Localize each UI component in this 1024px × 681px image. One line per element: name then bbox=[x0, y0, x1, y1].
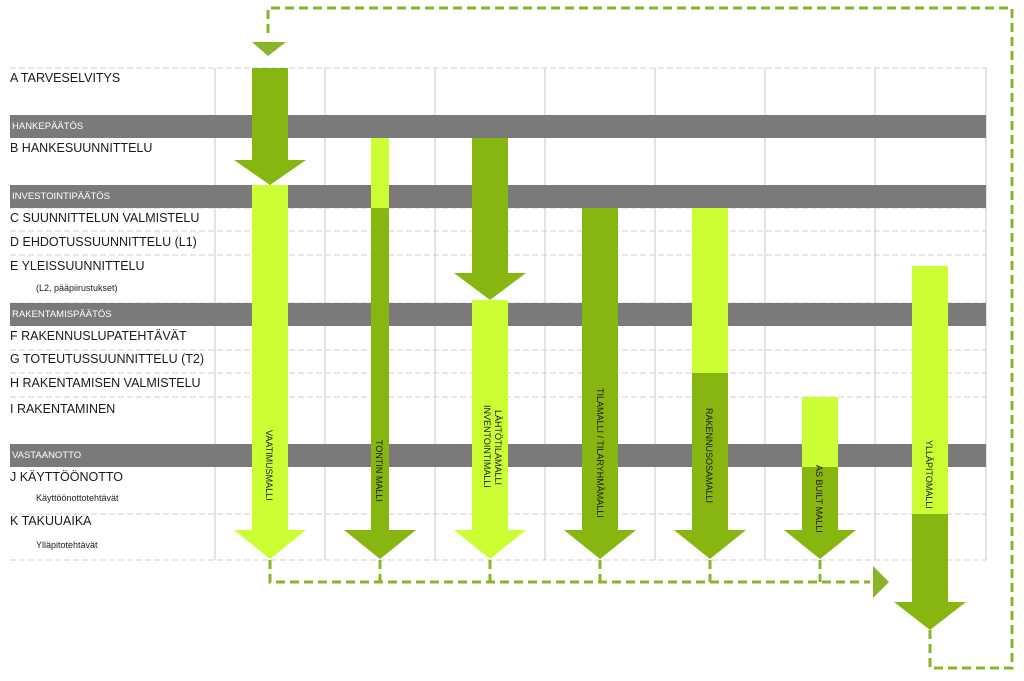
model-label: INVENTOINTIMALLI bbox=[482, 405, 492, 488]
decision-labels: HANKEPÄÄTÖS INVESTOINTIPÄÄTÖS RAKENTAMIS… bbox=[12, 121, 112, 461]
decision-label: RAKENTAMISPÄÄTÖS bbox=[12, 309, 112, 320]
model-label: TILAMALLI / TILARYHMÄMALLI bbox=[595, 388, 605, 518]
model-label: VAATIMUSMALLI bbox=[264, 430, 274, 501]
model-arrow-rakennusosamalli bbox=[674, 208, 746, 559]
model-label: YLLÄPITOMALLI bbox=[924, 440, 934, 509]
phase-label: D EHDOTUSSUUNNITTELU (L1) bbox=[10, 235, 197, 249]
feedback-loop-dashed-arrow bbox=[266, 6, 1014, 670]
flow-arrow-icon bbox=[873, 566, 889, 598]
phase-label: I RAKENTAMINEN bbox=[10, 402, 115, 416]
model-arrow-yllapitomalli bbox=[894, 266, 966, 630]
phase-label: E YLEISSUUNNITTELU bbox=[10, 259, 145, 273]
phase-label: J KÄYTTÖÖNOTTO bbox=[10, 470, 123, 484]
decision-label: VASTAANOTTO bbox=[12, 450, 81, 461]
model-arrow-inventointimalli bbox=[454, 138, 526, 559]
model-label: RAKENNUSOSAMALLI bbox=[704, 408, 714, 503]
model-arrows bbox=[234, 68, 966, 630]
model-arrow-tilamalli bbox=[564, 208, 636, 559]
phase-sublabel: (L2, pääpiirustukset) bbox=[36, 283, 118, 293]
flow-arrow-icon bbox=[252, 42, 286, 56]
decision-label: HANKEPÄÄTÖS bbox=[12, 121, 83, 132]
phase-label: A TARVESELVITYS bbox=[10, 71, 120, 85]
phase-label: G TOTEUTUSSUUNNITTELU (T2) bbox=[10, 352, 204, 366]
model-arrow-as-built-malli bbox=[784, 397, 856, 559]
decision-band-hankepaatos bbox=[10, 115, 986, 138]
phase-label: C SUUNNITTELUN VALMISTELU bbox=[10, 211, 199, 225]
phase-labels: A TARVESELVITYS B HANKESUUNNITTELU C SUU… bbox=[10, 71, 204, 550]
model-arrow-vaatimusmalli bbox=[234, 68, 306, 559]
phase-label: H RAKENTAMISEN VALMISTELU bbox=[10, 376, 201, 390]
phase-label: K TAKUUAIKA bbox=[10, 514, 92, 528]
model-label: AS BUILT MALLI bbox=[814, 465, 824, 533]
model-labels: VAATIMUSMALLI TONTIN MALLI INVENTOINTIMA… bbox=[264, 388, 934, 533]
model-label: TONTIN MALLI bbox=[374, 440, 384, 502]
phase-sublabel: Ylläpitotehtävät bbox=[36, 540, 98, 550]
model-label: LÄHTÖTILAMALLI bbox=[493, 410, 503, 485]
phase-label: B HANKESUUNNITTELU bbox=[10, 141, 152, 155]
decision-label: INVESTOINTIPÄÄTÖS bbox=[12, 191, 110, 202]
phase-sublabel: Käyttöönottotehtävät bbox=[36, 493, 119, 503]
model-arrow-tontin-malli bbox=[344, 138, 416, 559]
phase-label: F RAKENNUSLUPATEHTÄVÄT bbox=[10, 329, 187, 343]
